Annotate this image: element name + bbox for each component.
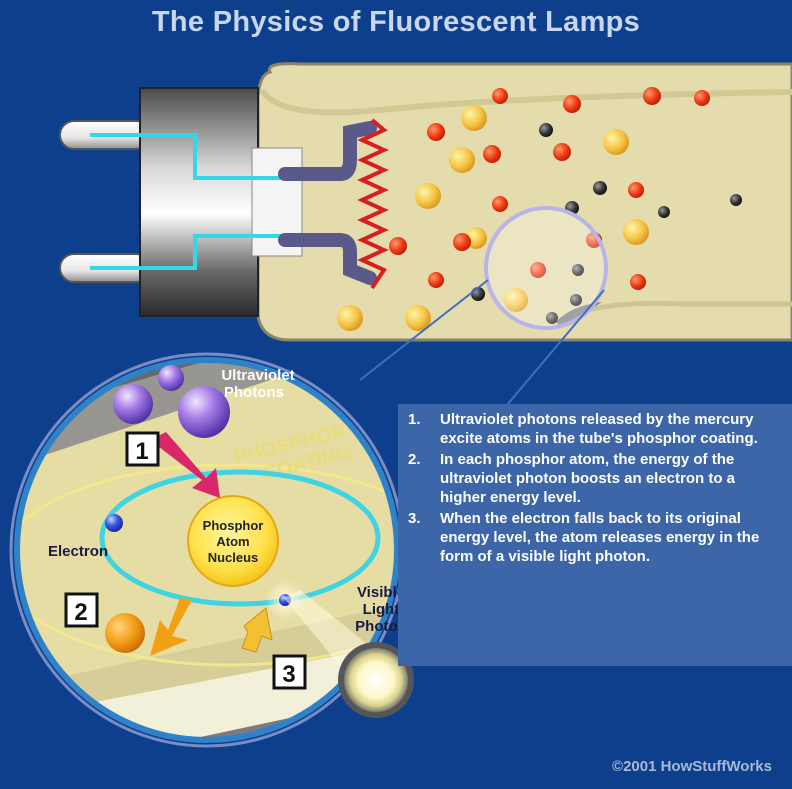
argon-atom [539, 123, 553, 137]
uv-label-line1: Ultraviolet [221, 367, 294, 384]
uv-absorption-arrow [150, 432, 220, 498]
phosphor-zoom-view [9, 352, 405, 748]
argon-atom [546, 312, 558, 324]
mercury-atom [427, 123, 445, 141]
phosphor-particle [461, 105, 487, 131]
electrode-leads [278, 121, 377, 285]
page-title: The Physics of Fluorescent Lamps [151, 6, 641, 38]
mercury-atom [389, 237, 407, 255]
step-item-3: 3. When the electron falls back to its or… [408, 509, 778, 566]
mercury-atom [630, 274, 646, 290]
visible-label-line1: Visible [357, 584, 405, 601]
step-number: 2. [408, 451, 421, 468]
step-badge-3-number: 3 [282, 661, 295, 688]
copyright-notice: ©2001 HowStuffWorks [612, 758, 772, 775]
mercury-atom [530, 262, 546, 278]
step-badge-1-number: 1 [135, 438, 148, 465]
argon-atom [593, 181, 607, 195]
step-text: Ultraviolet photons released by the merc… [440, 411, 758, 447]
step-item-1: 1. Ultraviolet photons released by the me… [408, 410, 778, 448]
mercury-atom [563, 95, 581, 113]
argon-atom [572, 264, 584, 276]
step-text: In each phosphor atom, the energy of the… [440, 451, 736, 506]
phosphor-particle [449, 147, 475, 173]
phosphor-particle [504, 288, 528, 312]
photon-emission-arrow [241, 607, 273, 653]
electron-fall-arrow [150, 598, 192, 656]
phosphor-particle [603, 129, 629, 155]
step-text: When the electron falls back to its orig… [440, 510, 760, 565]
mercury-atom [553, 143, 571, 161]
explanation-steps: 1. Ultraviolet photons released by the me… [398, 404, 792, 566]
nucleus-label-line3: Nucleus [208, 550, 259, 565]
electron-orbit [99, 469, 381, 607]
explanation-panel: 1. Ultraviolet photons released by the me… [398, 404, 792, 666]
visible-label-line3: Photon [355, 618, 407, 635]
argon-atom [658, 206, 670, 218]
mercury-gas-particles [337, 87, 742, 331]
mercury-atom [453, 233, 471, 251]
mercury-atom [483, 145, 501, 163]
mercury-atom [428, 272, 444, 288]
mercury-atom [694, 90, 710, 106]
argon-atom [730, 194, 742, 206]
electron [105, 514, 123, 532]
magnify-highlight [484, 206, 608, 330]
argon-atom [471, 287, 485, 301]
step-item-2: 2. In each phosphor atom, the energy of t… [408, 450, 778, 507]
step-number: 3. [408, 510, 421, 527]
step-badge-2-number: 2 [74, 599, 87, 626]
nucleus-label-line2: Atom [216, 534, 249, 549]
phosphor-particle [623, 219, 649, 245]
nucleus-label-line1: Phosphor [203, 518, 264, 533]
phosphor-particle [337, 305, 363, 331]
step-badge-2: 2 [64, 592, 99, 628]
step-badge-1: 1 [125, 431, 160, 467]
phosphor-particle [405, 305, 431, 331]
ultraviolet-photons [113, 365, 230, 438]
lamp-pins [59, 120, 151, 283]
filament-coil [357, 118, 389, 290]
mercury-atom [628, 182, 644, 198]
step-number: 1. [408, 411, 421, 428]
mercury-atom [492, 196, 508, 212]
fluorescent-tube [256, 62, 792, 342]
phosphor-particle [415, 183, 441, 209]
step-badge-3: 3 [272, 654, 307, 690]
electron-label: Electron [48, 543, 108, 560]
electrode-wires [90, 133, 285, 270]
visible-label-line2: Light [363, 601, 400, 618]
mercury-atom [492, 88, 508, 104]
excited-electron [105, 613, 145, 653]
uv-label-line2: Photons [224, 384, 284, 401]
mercury-atom [643, 87, 661, 105]
argon-atom [570, 294, 582, 306]
phosphor-atom-nucleus: Phosphor Atom Nucleus [187, 495, 279, 587]
visible-light-photon [338, 642, 414, 718]
